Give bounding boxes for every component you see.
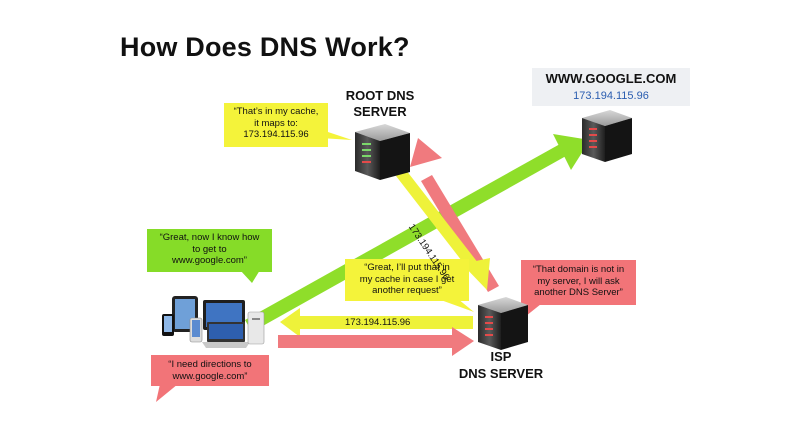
bubble-root-cache-line3: 173.194.115.96: [243, 129, 309, 140]
root-server-label-line1: ROOT DNS: [345, 88, 415, 103]
bubble-root-cache-line1: “That’s in my cache,: [233, 106, 319, 117]
isp-server-label-line1: ISP: [490, 349, 512, 364]
arrow-client-to-isp: [278, 327, 474, 356]
bubble-root-cache-line2: it maps to:: [254, 117, 298, 129]
google-label-box: WWW.GOOGLE.COM 173.194.115.96: [532, 68, 690, 106]
bubble-client-great-text: “Great, now I know how to get to www.goo…: [147, 232, 272, 267]
bubble-client-great-line3: www.google.com”: [172, 255, 247, 266]
bubble-isp-put-line3: another request”: [372, 285, 442, 296]
root-server-label: ROOT DNS SERVER: [330, 88, 430, 120]
bubble-isp-put-line1: “Great, I’ll put that in: [364, 262, 450, 273]
bubble-root-cache-text: “That’s in my cache, it maps to: 173.194…: [224, 106, 328, 141]
bubble-isp-not-line2: my server, I will ask: [537, 275, 620, 287]
bubble-isp-not-text: “That domain is not in my server, I will…: [521, 264, 636, 299]
isp-server-icon: [478, 297, 528, 350]
bubble-isp-not: [521, 260, 636, 316]
root-server-label-line2: SERVER: [353, 104, 407, 119]
page-title: How Does DNS Work?: [120, 32, 410, 62]
bubble-isp-not-line1: “That domain is not in: [532, 264, 625, 275]
bubble-isp-put-text: “Great, I’ll put that in my cache in cas…: [345, 262, 469, 297]
bubble-client-need: [151, 355, 269, 402]
bubble-client-need-line2: www.google.com”: [172, 370, 248, 382]
bubble-client-need-text: “I need directions to www.google.com”: [151, 359, 269, 382]
bubble-isp-put-line2: my cache in case I get: [359, 273, 455, 285]
bubble-client-great: [147, 229, 272, 283]
google-server-icon: [582, 110, 632, 162]
bubble-client-great-line1: “Great, now I know how: [159, 232, 260, 243]
arrow-label-isp-to-client: 173.194.115.96: [345, 317, 411, 328]
root-server-icon: [355, 124, 410, 180]
bubble-isp-not-line3: another DNS Server”: [534, 287, 623, 298]
isp-server-label-line2: DNS SERVER: [458, 366, 544, 381]
google-ip-address: 173.194.115.96: [573, 90, 649, 102]
google-domain-name: WWW.GOOGLE.COM: [545, 71, 677, 86]
arrow-isp-to-client: [280, 308, 473, 337]
bubble-isp-put: [345, 259, 474, 312]
bubble-client-great-line2: to get to: [192, 243, 227, 255]
client-devices-icon: [162, 296, 265, 348]
bubble-client-need-line1: “I need directions to: [168, 359, 252, 370]
arrow-client-to-google: [245, 134, 590, 332]
bubble-root-cache: [224, 103, 352, 147]
isp-server-label: ISP DNS SERVER: [447, 348, 555, 382]
